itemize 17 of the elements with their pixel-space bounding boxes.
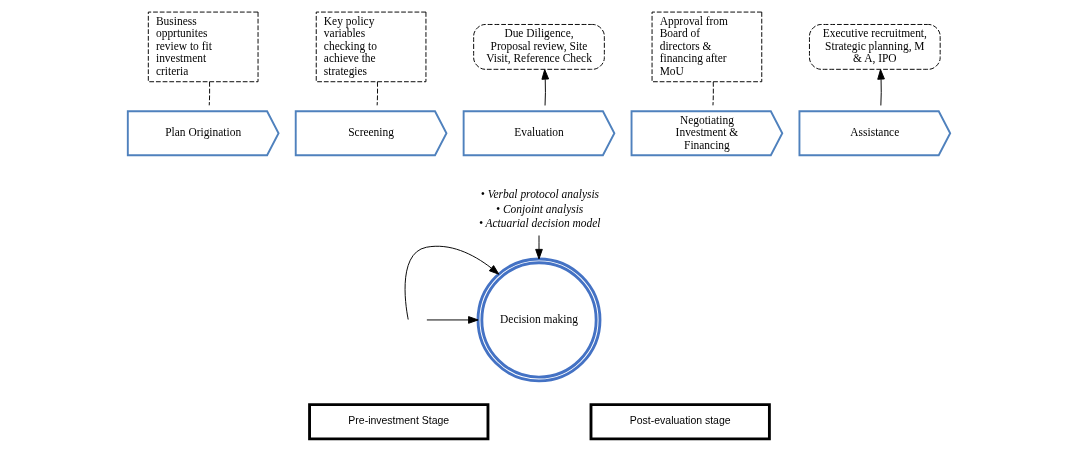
arrow <box>404 245 500 320</box>
node-circle: Decision making <box>476 257 602 383</box>
arrow <box>426 316 479 324</box>
node-box: Business opprtunites review to fit investment criteria <box>147 11 259 83</box>
node-box: Executive recruitment, Strategic planning, M & A, IPO <box>809 24 941 70</box>
connector <box>712 81 714 106</box>
node-box: Approval from Board of directors & financing after MoU <box>651 11 763 83</box>
node-text: • Verbal protocol analysis • Conjoint analysis • Actuarial decision model <box>478 188 601 229</box>
connector <box>208 81 211 106</box>
node-box: Due Diligence, Proposal review, Site Visit, Reference Check <box>473 24 605 70</box>
node-box: Key policy variables checking to achieve the strategies <box>315 11 427 83</box>
node-box: Pre-investment Stage <box>308 403 490 441</box>
node-box: Post-evaluation stage <box>589 403 771 441</box>
arrow <box>535 235 543 260</box>
arrow <box>541 69 550 106</box>
connector <box>376 81 378 106</box>
arrow <box>877 69 885 106</box>
